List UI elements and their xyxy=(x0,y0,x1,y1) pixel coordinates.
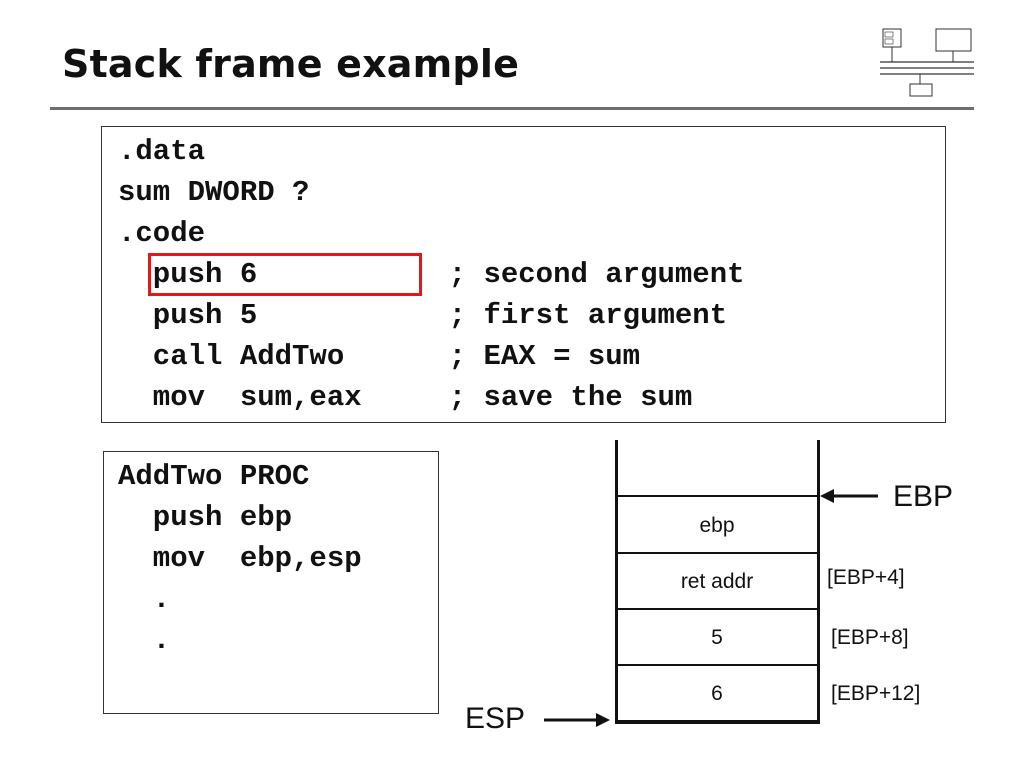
computer-architecture-logo-icon xyxy=(880,28,974,97)
stack-cell-first-argument: 5 xyxy=(711,626,723,649)
esp-register-label: ESP xyxy=(465,702,526,735)
proc-code-line: push ebp xyxy=(118,501,293,534)
stack-left-wall xyxy=(615,440,618,724)
code-line: push 5 ; first argument xyxy=(118,299,728,332)
stack-divider xyxy=(617,495,817,497)
stack-divider xyxy=(617,664,817,666)
proc-code-line: . xyxy=(118,583,171,616)
highlighted-instruction-box xyxy=(148,253,422,296)
offset-label-ebp-plus-4: [EBP+4] xyxy=(827,566,905,589)
offset-label-ebp-plus-12: [EBP+12] xyxy=(831,682,921,705)
stack-bottom xyxy=(615,720,820,724)
title-divider xyxy=(50,107,974,110)
stack-cell-second-argument: 6 xyxy=(711,682,723,705)
stack-divider xyxy=(617,608,817,610)
proc-code-line: . xyxy=(118,624,171,657)
code-line: mov sum,eax ; save the sum xyxy=(118,381,693,414)
ebp-register-label: EBP xyxy=(893,480,954,513)
proc-code-line: mov ebp,esp xyxy=(118,542,362,575)
code-line-highlighted: push 6 ; second argument xyxy=(118,258,745,291)
offset-label-ebp-plus-8: [EBP+8] xyxy=(831,626,909,649)
code-line: .data xyxy=(118,135,206,168)
main-code-box: .data sum DWORD ? .code push 6 ; second ar… xyxy=(101,126,946,423)
addtwo-proc-code-box: AddTwo PROC push ebp mov ebp,esp . . xyxy=(103,451,439,714)
code-line: call AddTwo ; EAX = sum xyxy=(118,340,641,373)
stack-cell-return-address: ret addr xyxy=(680,570,754,593)
ebp-pointer-arrow-icon xyxy=(820,489,878,503)
stack-divider xyxy=(617,552,817,554)
code-line: .code xyxy=(118,217,206,250)
code-line: sum DWORD ? xyxy=(118,176,310,209)
stack-right-wall xyxy=(817,440,820,724)
stack-cell-saved-ebp: ebp xyxy=(699,514,735,537)
proc-code-line: AddTwo PROC xyxy=(118,460,310,493)
esp-pointer-arrow-icon xyxy=(544,713,610,727)
slide-title: Stack frame example xyxy=(62,42,520,86)
